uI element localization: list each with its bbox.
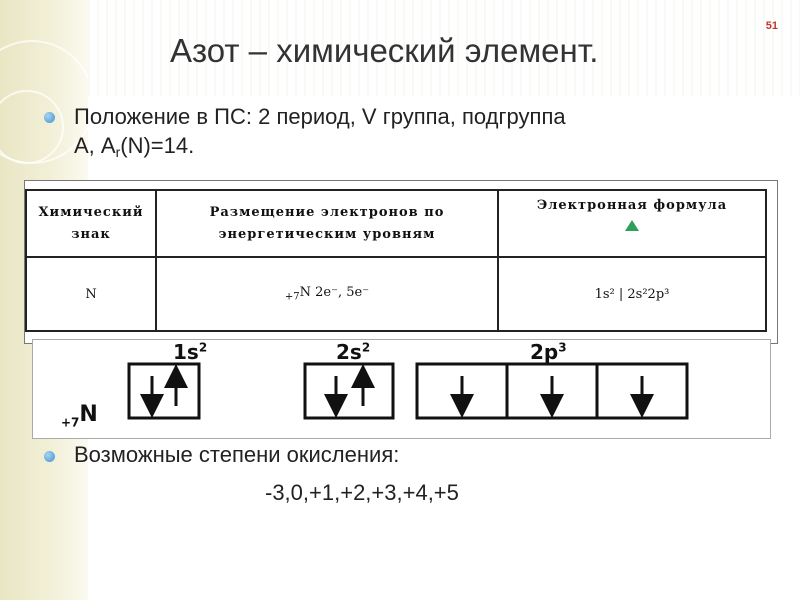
position-prefix: А, А — [74, 133, 116, 158]
label-2p: 2p3 — [530, 340, 567, 364]
electron-table: Химический знак Размещение электронов по… — [25, 189, 767, 332]
slide-title: Азот – химический элемент. — [170, 32, 599, 69]
cell-levels: +7N 2e⁻, 5e⁻ — [155, 256, 499, 332]
header-formula: Электронная формула — [497, 189, 767, 258]
orbital-cells — [127, 362, 689, 420]
orbital-diagram: 1s2 2s2 2p3 +7N — [32, 339, 771, 439]
oxidation-values: -3,0,+1,+2,+3,+4,+5 — [265, 480, 459, 505]
cell-symbol: N — [25, 256, 157, 332]
header-symbol: Химический знак — [25, 189, 157, 258]
header-levels: Размещение электронов по энергетическим … — [155, 189, 499, 258]
decorative-circle — [0, 90, 64, 164]
cell-2p-3 — [595, 362, 689, 420]
page-number: 51 — [765, 20, 778, 32]
bullet-icon — [44, 451, 55, 462]
position-line-2: А, Аr(N)=14. — [74, 133, 194, 160]
position-subscript: r — [115, 144, 121, 160]
label-2s: 2s2 — [336, 340, 371, 364]
cell-1s — [127, 362, 201, 420]
label-1s: 1s2 — [173, 340, 208, 364]
bullet-icon — [44, 112, 55, 123]
decorative-top-band — [88, 0, 800, 96]
electron-table-panel: Химический знак Размещение электронов по… — [24, 180, 778, 344]
triangle-icon — [625, 220, 639, 231]
position-suffix: (N)=14. — [120, 133, 195, 158]
oxidation-label: Возможные степени окисления: — [74, 442, 400, 467]
position-line-1: Положение в ПС: 2 период, V группа, подг… — [74, 104, 566, 129]
cell-2s — [303, 362, 395, 420]
element-label: +7N — [61, 402, 98, 430]
cell-formula: 1s² | 2s²2p³ — [497, 256, 767, 332]
